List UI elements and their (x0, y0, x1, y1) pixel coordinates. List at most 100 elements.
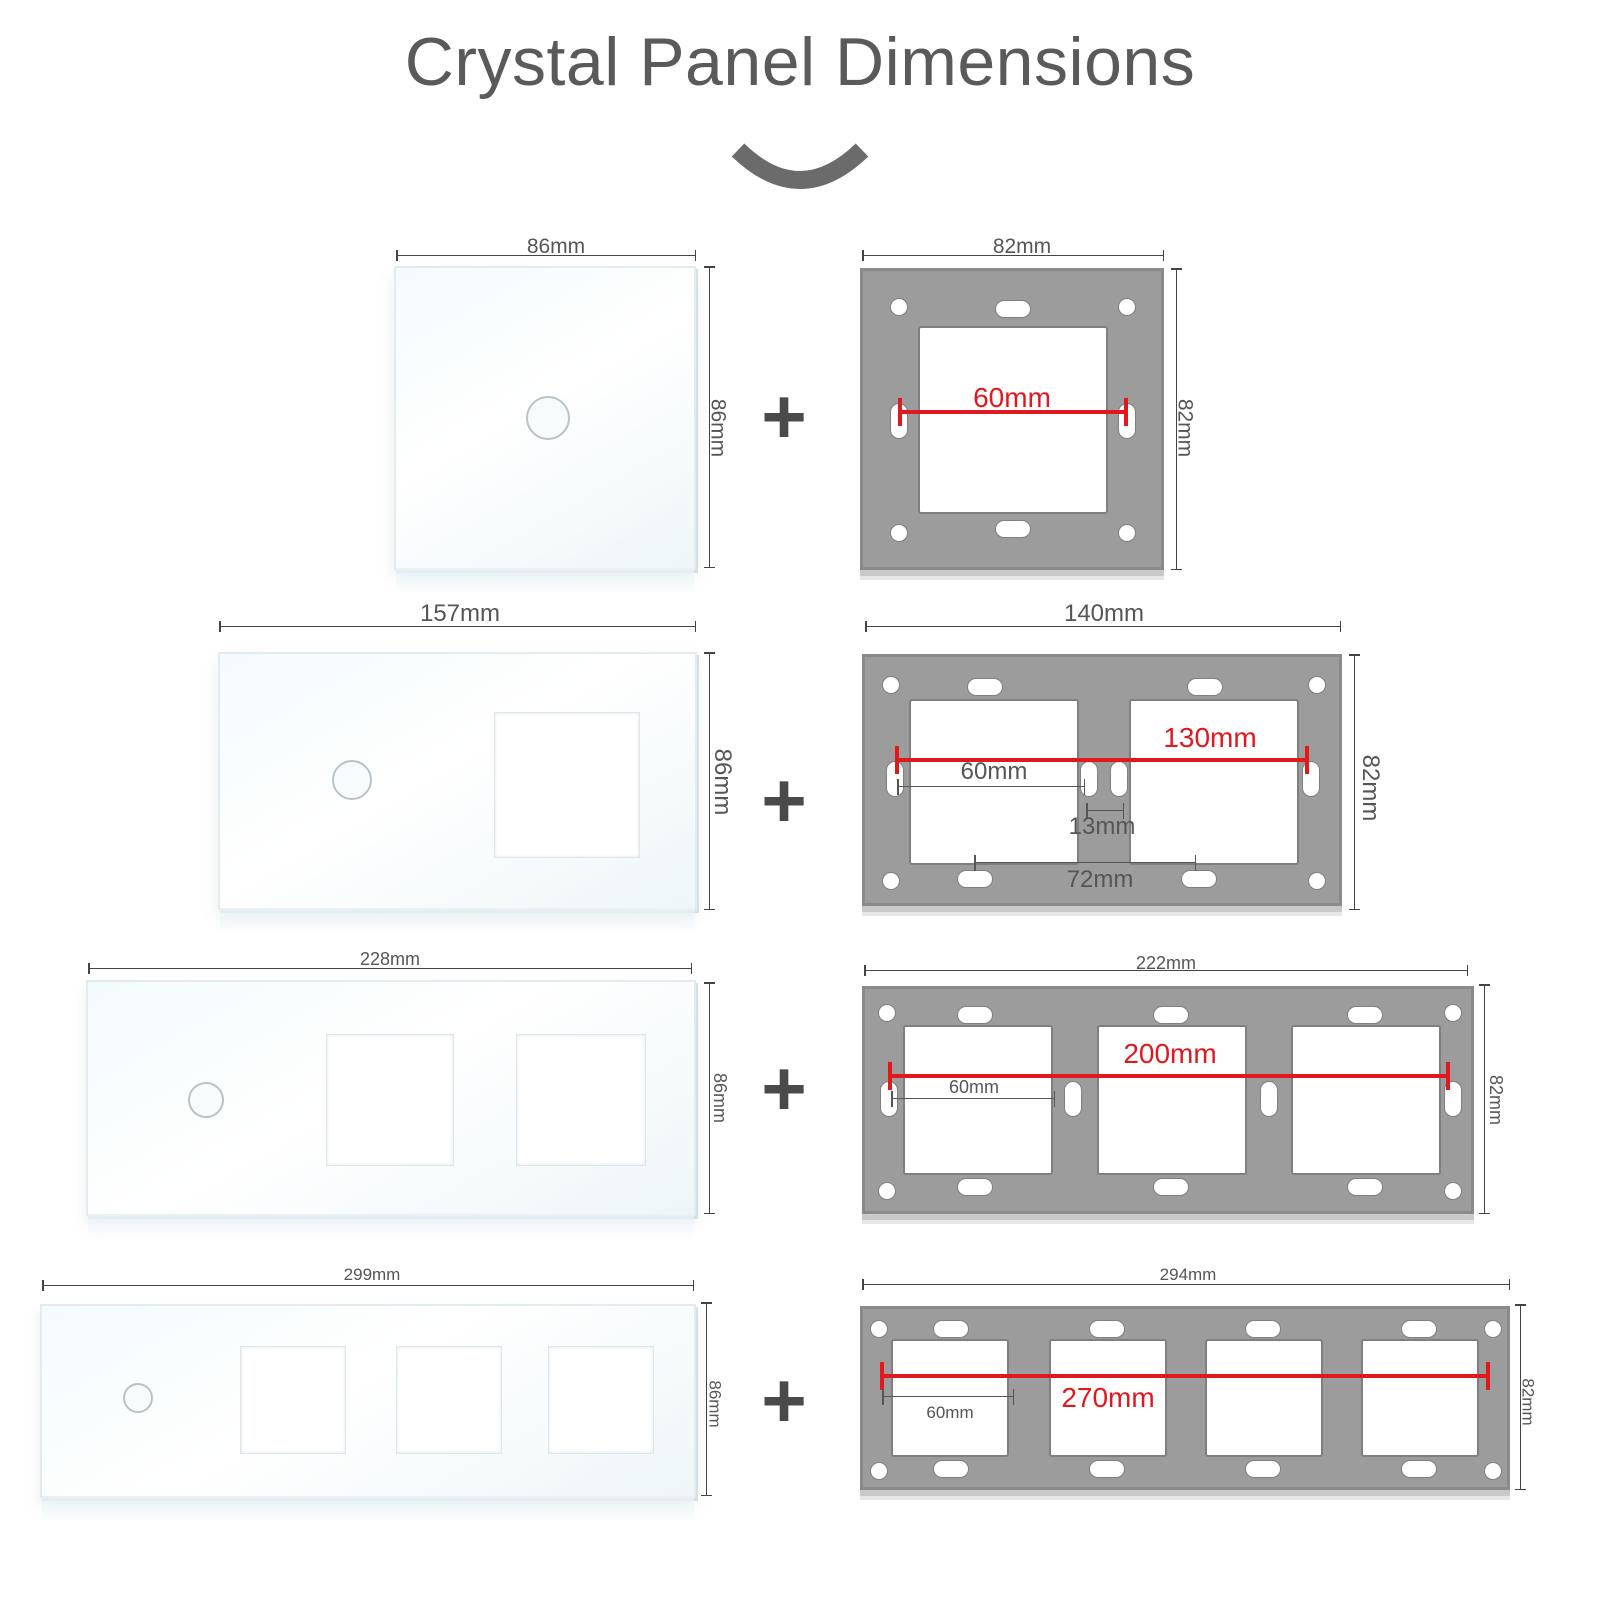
screw-hole-icon (1484, 1462, 1502, 1480)
glass-height-dimension (704, 652, 720, 910)
frame-span-label: 60mm (973, 382, 1051, 413)
glass-height-dimension (704, 266, 720, 568)
glass-panel-4gang (40, 1304, 696, 1522)
touch-button-icon (188, 1082, 224, 1118)
slot-hole-icon (1401, 1460, 1437, 1478)
glass-panel-3gang (86, 980, 696, 1240)
mounting-frame-3gang (862, 986, 1474, 1214)
slot-hole-icon (933, 1460, 969, 1478)
slot-hole-icon (933, 1320, 969, 1338)
glass-height-dimension (704, 982, 720, 1214)
slot-hole-icon (1089, 1320, 1125, 1338)
glass-width-dimension (42, 1280, 694, 1296)
slot-hole-icon (1347, 1006, 1383, 1024)
glass-height-label: 86mm (710, 1072, 730, 1124)
screw-hole-icon (870, 1320, 888, 1338)
slot-hole-icon (1181, 870, 1217, 888)
slot-hole-icon (957, 1178, 993, 1196)
glass-width-label: 299mm (343, 1265, 401, 1284)
screw-hole-icon (1484, 1320, 1502, 1338)
slot-hole-icon (995, 520, 1031, 538)
frame-span-label: 270mm (1061, 1382, 1155, 1413)
slot-hole-icon (1347, 1178, 1383, 1196)
slot-hole-icon (1110, 761, 1128, 797)
screw-hole-icon (870, 1462, 888, 1480)
glass-width-label: 157mm (419, 600, 501, 627)
slot-hole-icon (1089, 1460, 1125, 1478)
down-arc-icon (731, 143, 869, 189)
module-width-label: 60mm (926, 1403, 974, 1422)
screw-hole-icon (1118, 524, 1136, 542)
frame-height-label: 82mm (1357, 754, 1384, 822)
mounting-frame-1gang (860, 268, 1164, 570)
frame-span-marker (880, 1362, 1490, 1390)
plus-icon: + (761, 756, 807, 844)
frame-span-label: 200mm (1123, 1038, 1217, 1069)
screw-hole-icon (1118, 298, 1136, 316)
glass-width-dimension (396, 250, 696, 266)
frame-width-dimension (862, 250, 1164, 266)
glass-panel-1gang (394, 266, 696, 594)
module-width-marker (897, 779, 1085, 797)
socket-cutout (240, 1346, 346, 1454)
frame-width-dimension (864, 965, 1468, 981)
plus-icon: + (761, 1356, 807, 1444)
frame-span-marker (895, 746, 1309, 774)
frame-opening (903, 1025, 1053, 1175)
frame-width-label: 140mm (1063, 600, 1145, 627)
glass-height-dimension (701, 1302, 717, 1496)
frame-opening (891, 1339, 1009, 1457)
touch-button-icon (526, 396, 570, 440)
frame-opening (1097, 1025, 1247, 1175)
plus-icon: + (761, 372, 807, 460)
frame-width-dimension (865, 621, 1341, 637)
screw-hole-icon (878, 1004, 896, 1022)
page-title: Crystal Panel Dimensions (404, 24, 1196, 100)
frame-width-label: 222mm (1135, 953, 1197, 973)
slot-hole-icon (1064, 1081, 1082, 1117)
screw-hole-icon (1444, 1004, 1462, 1022)
slot-hole-icon (957, 1006, 993, 1024)
frame-span-marker (898, 398, 1128, 426)
frame-opening (1049, 1339, 1167, 1457)
slot-hole-icon (1187, 678, 1223, 696)
slot-hole-icon (967, 678, 1003, 696)
screw-hole-icon (882, 872, 900, 890)
frame-width-label: 294mm (1159, 1265, 1217, 1284)
center-distance-marker (974, 855, 1196, 873)
frame-opening (909, 699, 1079, 865)
module-width-marker (891, 1091, 1055, 1109)
slot-hole-icon (1260, 1081, 1278, 1117)
slot-hole-icon (1153, 1178, 1189, 1196)
socket-cutout (494, 712, 640, 858)
glass-width-label: 86mm (526, 235, 586, 258)
module-width-marker (882, 1389, 1014, 1407)
frame-width-label: 82mm (992, 235, 1052, 258)
gap-label: 13mm (1068, 813, 1136, 840)
slot-hole-icon (1245, 1320, 1281, 1338)
frame-height-label: 82mm (1486, 1074, 1506, 1126)
socket-cutout (326, 1034, 454, 1166)
glass-height-label: 86mm (705, 1380, 725, 1428)
screw-hole-icon (890, 298, 908, 316)
glass-height-label: 86mm (706, 398, 730, 458)
socket-cutout (396, 1346, 502, 1454)
mounting-frame-4gang (860, 1306, 1510, 1490)
center-distance-label: 72mm (1066, 866, 1134, 893)
frame-opening (1129, 699, 1299, 865)
frame-height-label: 82mm (1518, 1378, 1538, 1426)
screw-hole-icon (878, 1182, 896, 1200)
screw-hole-icon (1444, 1182, 1462, 1200)
socket-cutout (516, 1034, 646, 1166)
frame-height-label: 82mm (1173, 398, 1197, 458)
frame-height-dimension (1349, 654, 1365, 910)
frame-height-dimension (1479, 984, 1495, 1214)
screw-hole-icon (1308, 872, 1326, 890)
slot-hole-icon (1401, 1320, 1437, 1338)
screw-hole-icon (1308, 676, 1326, 694)
frame-span-label: 130mm (1163, 722, 1257, 753)
glass-width-dimension (219, 621, 696, 637)
frame-height-dimension (1171, 268, 1187, 570)
plus-icon: + (761, 1044, 807, 1132)
frame-opening (1291, 1025, 1441, 1175)
